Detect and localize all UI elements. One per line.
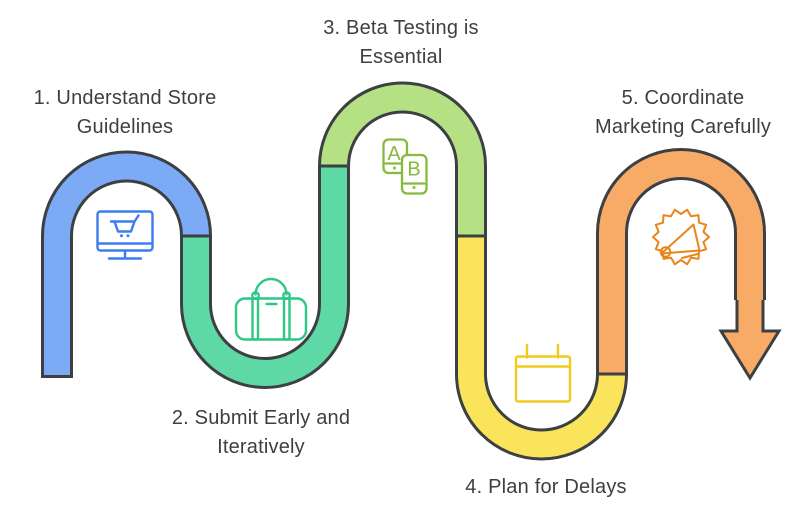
path-segment-1 [44,153,209,375]
path-segment-4 [458,236,625,458]
flow-end-arrow [718,293,782,381]
ab-testing-phones-icon: A B [382,138,428,195]
step-3-label-line-2: Essential [359,46,443,68]
segment-dividers [183,164,625,376]
path-segment-5 [599,151,763,374]
calendar-icon [514,343,572,403]
step-3-label: 3. Beta Testing is Essential [294,14,508,72]
duffel-bag-icon [234,277,308,341]
step-5-label: 5. Coordinate Marketing Carefully [571,84,795,142]
path-segment-2 [183,166,347,386]
megaphone-shape [660,223,701,255]
phone-b-letter: B [407,159,420,181]
store-monitor-cart-icon [96,210,154,260]
step-4-label-line-1: 4. Plan for Delays [465,476,627,498]
megaphone-burst-icon [652,208,710,266]
step-2-label: 2. Submit Early and Iteratively [154,404,368,462]
path-segment-3 [321,84,484,236]
step-1-label: 1. Understand Store Guidelines [18,84,232,142]
step-3-label-line-1: 3. Beta Testing is [323,17,479,39]
starburst-shape [652,208,710,266]
step-2-label-line-2: Iteratively [217,436,305,458]
step-5-label-line-1: 5. Coordinate [621,87,745,109]
step-2-label-line-1: 2. Submit Early and [171,407,351,429]
step-5-label-line-2: Marketing Carefully [594,116,772,138]
step-1-label-line-1: 1. Understand Store [33,87,217,109]
step-1-label-line-2: Guidelines [76,116,174,138]
phone-a-letter: A [387,143,401,165]
step-4-label: 4. Plan for Delays [439,473,653,502]
